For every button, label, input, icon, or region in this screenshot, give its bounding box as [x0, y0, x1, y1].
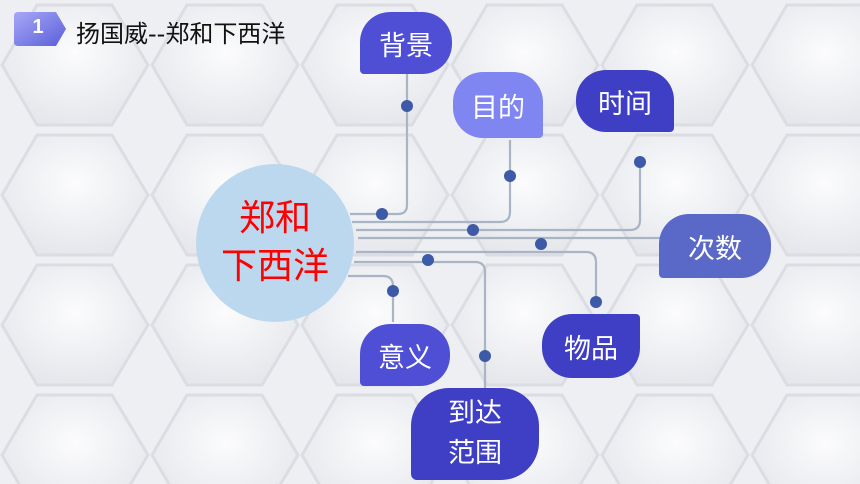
connector-dot: [479, 350, 491, 362]
number-badge: [14, 12, 66, 46]
connector-dot: [634, 156, 646, 168]
slide-title: 扬国威--郑和下西洋: [76, 20, 286, 48]
connector-significance: [348, 274, 395, 322]
connector-dot: [590, 296, 602, 308]
connector-dot: [401, 100, 413, 112]
connector-dot: [467, 224, 479, 236]
connector-dot: [535, 238, 547, 250]
connector-time: [356, 160, 642, 232]
node-purpose-label: 目的: [471, 92, 525, 124]
node-reach: 到达 范围: [411, 388, 539, 480]
connector-dot: [376, 208, 388, 220]
node-significance: 意义: [360, 324, 450, 386]
node-purpose: 目的: [453, 72, 543, 138]
connector-dot: [504, 170, 516, 182]
connector-purpose: [352, 140, 512, 224]
node-background: 背景: [360, 12, 452, 74]
node-goods-label: 物品: [564, 333, 618, 365]
node-count-label: 次数: [688, 233, 742, 265]
node-goods: 物品: [542, 314, 640, 378]
connector-dot: [387, 285, 399, 297]
node-time-label: 时间: [598, 88, 652, 120]
center-topic-line-2: 下西洋: [220, 246, 329, 287]
node-significance-label: 意义: [378, 342, 432, 374]
connector-background: [350, 72, 409, 216]
center-topic-node: 郑和 下西洋: [196, 164, 354, 322]
center-topic-label: 郑和 下西洋: [205, 195, 345, 291]
node-background-label: 背景: [379, 30, 433, 62]
node-count: 次数: [659, 214, 771, 278]
connector-goods: [356, 250, 598, 296]
node-reach-line-1: 到达: [448, 398, 502, 429]
node-time: 时间: [576, 70, 674, 132]
connector-reach: [354, 260, 487, 392]
badge-number: 1: [32, 16, 44, 38]
connector-dot: [422, 254, 434, 266]
node-reach-label: 到达 范围: [430, 394, 520, 474]
node-reach-line-2: 范围: [448, 438, 502, 469]
center-topic-line-1: 郑和: [238, 198, 311, 239]
